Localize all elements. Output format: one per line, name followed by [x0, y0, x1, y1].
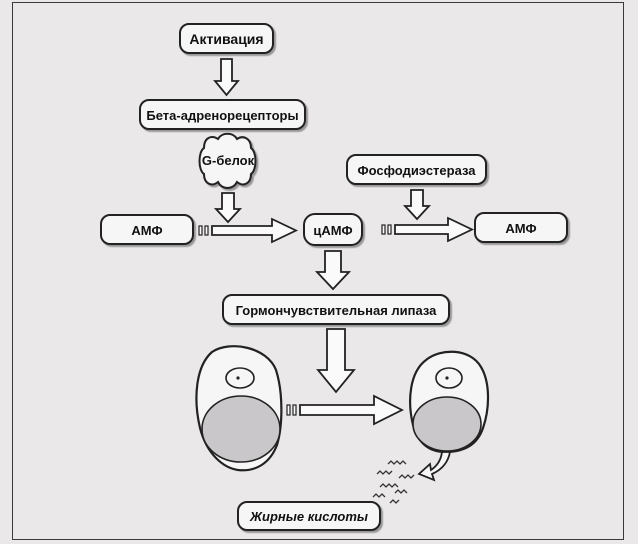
- diagram-frame: [12, 2, 624, 540]
- fatty-acids-label: Жирные кислоты: [249, 509, 368, 524]
- lipase-label: Гормончувствительная липаза: [236, 303, 438, 318]
- arrow-gprotein-to-camp-line: [213, 192, 243, 224]
- arrow-camp-to-lipase: [314, 250, 352, 291]
- arrow-amp-to-camp: [198, 217, 299, 244]
- fat-cell-after: [409, 350, 490, 482]
- amp-right-node: АМФ: [474, 212, 568, 243]
- arrow-cell-to-cell: [286, 394, 405, 426]
- beta-receptors-label: Бета-адренорецепторы: [146, 108, 298, 123]
- arrow-activation-to-receptors: [213, 58, 240, 97]
- fatty-acid-release-arrow: [417, 451, 452, 482]
- arrow-phosphodiesterase-down: [402, 189, 432, 221]
- lipase-node: Гормончувствительная липаза: [222, 294, 450, 325]
- amp-left-node: АМФ: [100, 214, 194, 245]
- camp-label: цАМФ: [313, 223, 352, 238]
- arrow-camp-to-amp: [381, 216, 475, 243]
- activation-label: Активация: [189, 31, 263, 47]
- phosphodiesterase-node: Фосфодиэстераза: [346, 154, 487, 185]
- camp-node: цАМФ: [303, 213, 363, 246]
- fatty-acid-molecules: [372, 460, 415, 504]
- amp-right-label: АМФ: [505, 221, 536, 236]
- g-protein-label: G-белок: [202, 153, 255, 168]
- beta-receptors-node: Бета-адренорецепторы: [139, 99, 306, 130]
- g-protein-node: G-белок: [198, 132, 257, 189]
- nucleus-left: [225, 367, 255, 389]
- lipid-droplet-large: [201, 395, 281, 463]
- nucleus-right: [435, 367, 463, 389]
- phosphodiesterase-label: Фосфодиэстераза: [358, 163, 477, 178]
- amp-left-label: АМФ: [131, 223, 162, 238]
- arrow-lipase-to-cells: [316, 328, 356, 394]
- lipid-droplet-small: [412, 396, 482, 452]
- fatty-acids-node: Жирные кислоты: [237, 501, 381, 531]
- activation-node: Активация: [179, 23, 274, 54]
- fat-cell-before: [195, 345, 283, 472]
